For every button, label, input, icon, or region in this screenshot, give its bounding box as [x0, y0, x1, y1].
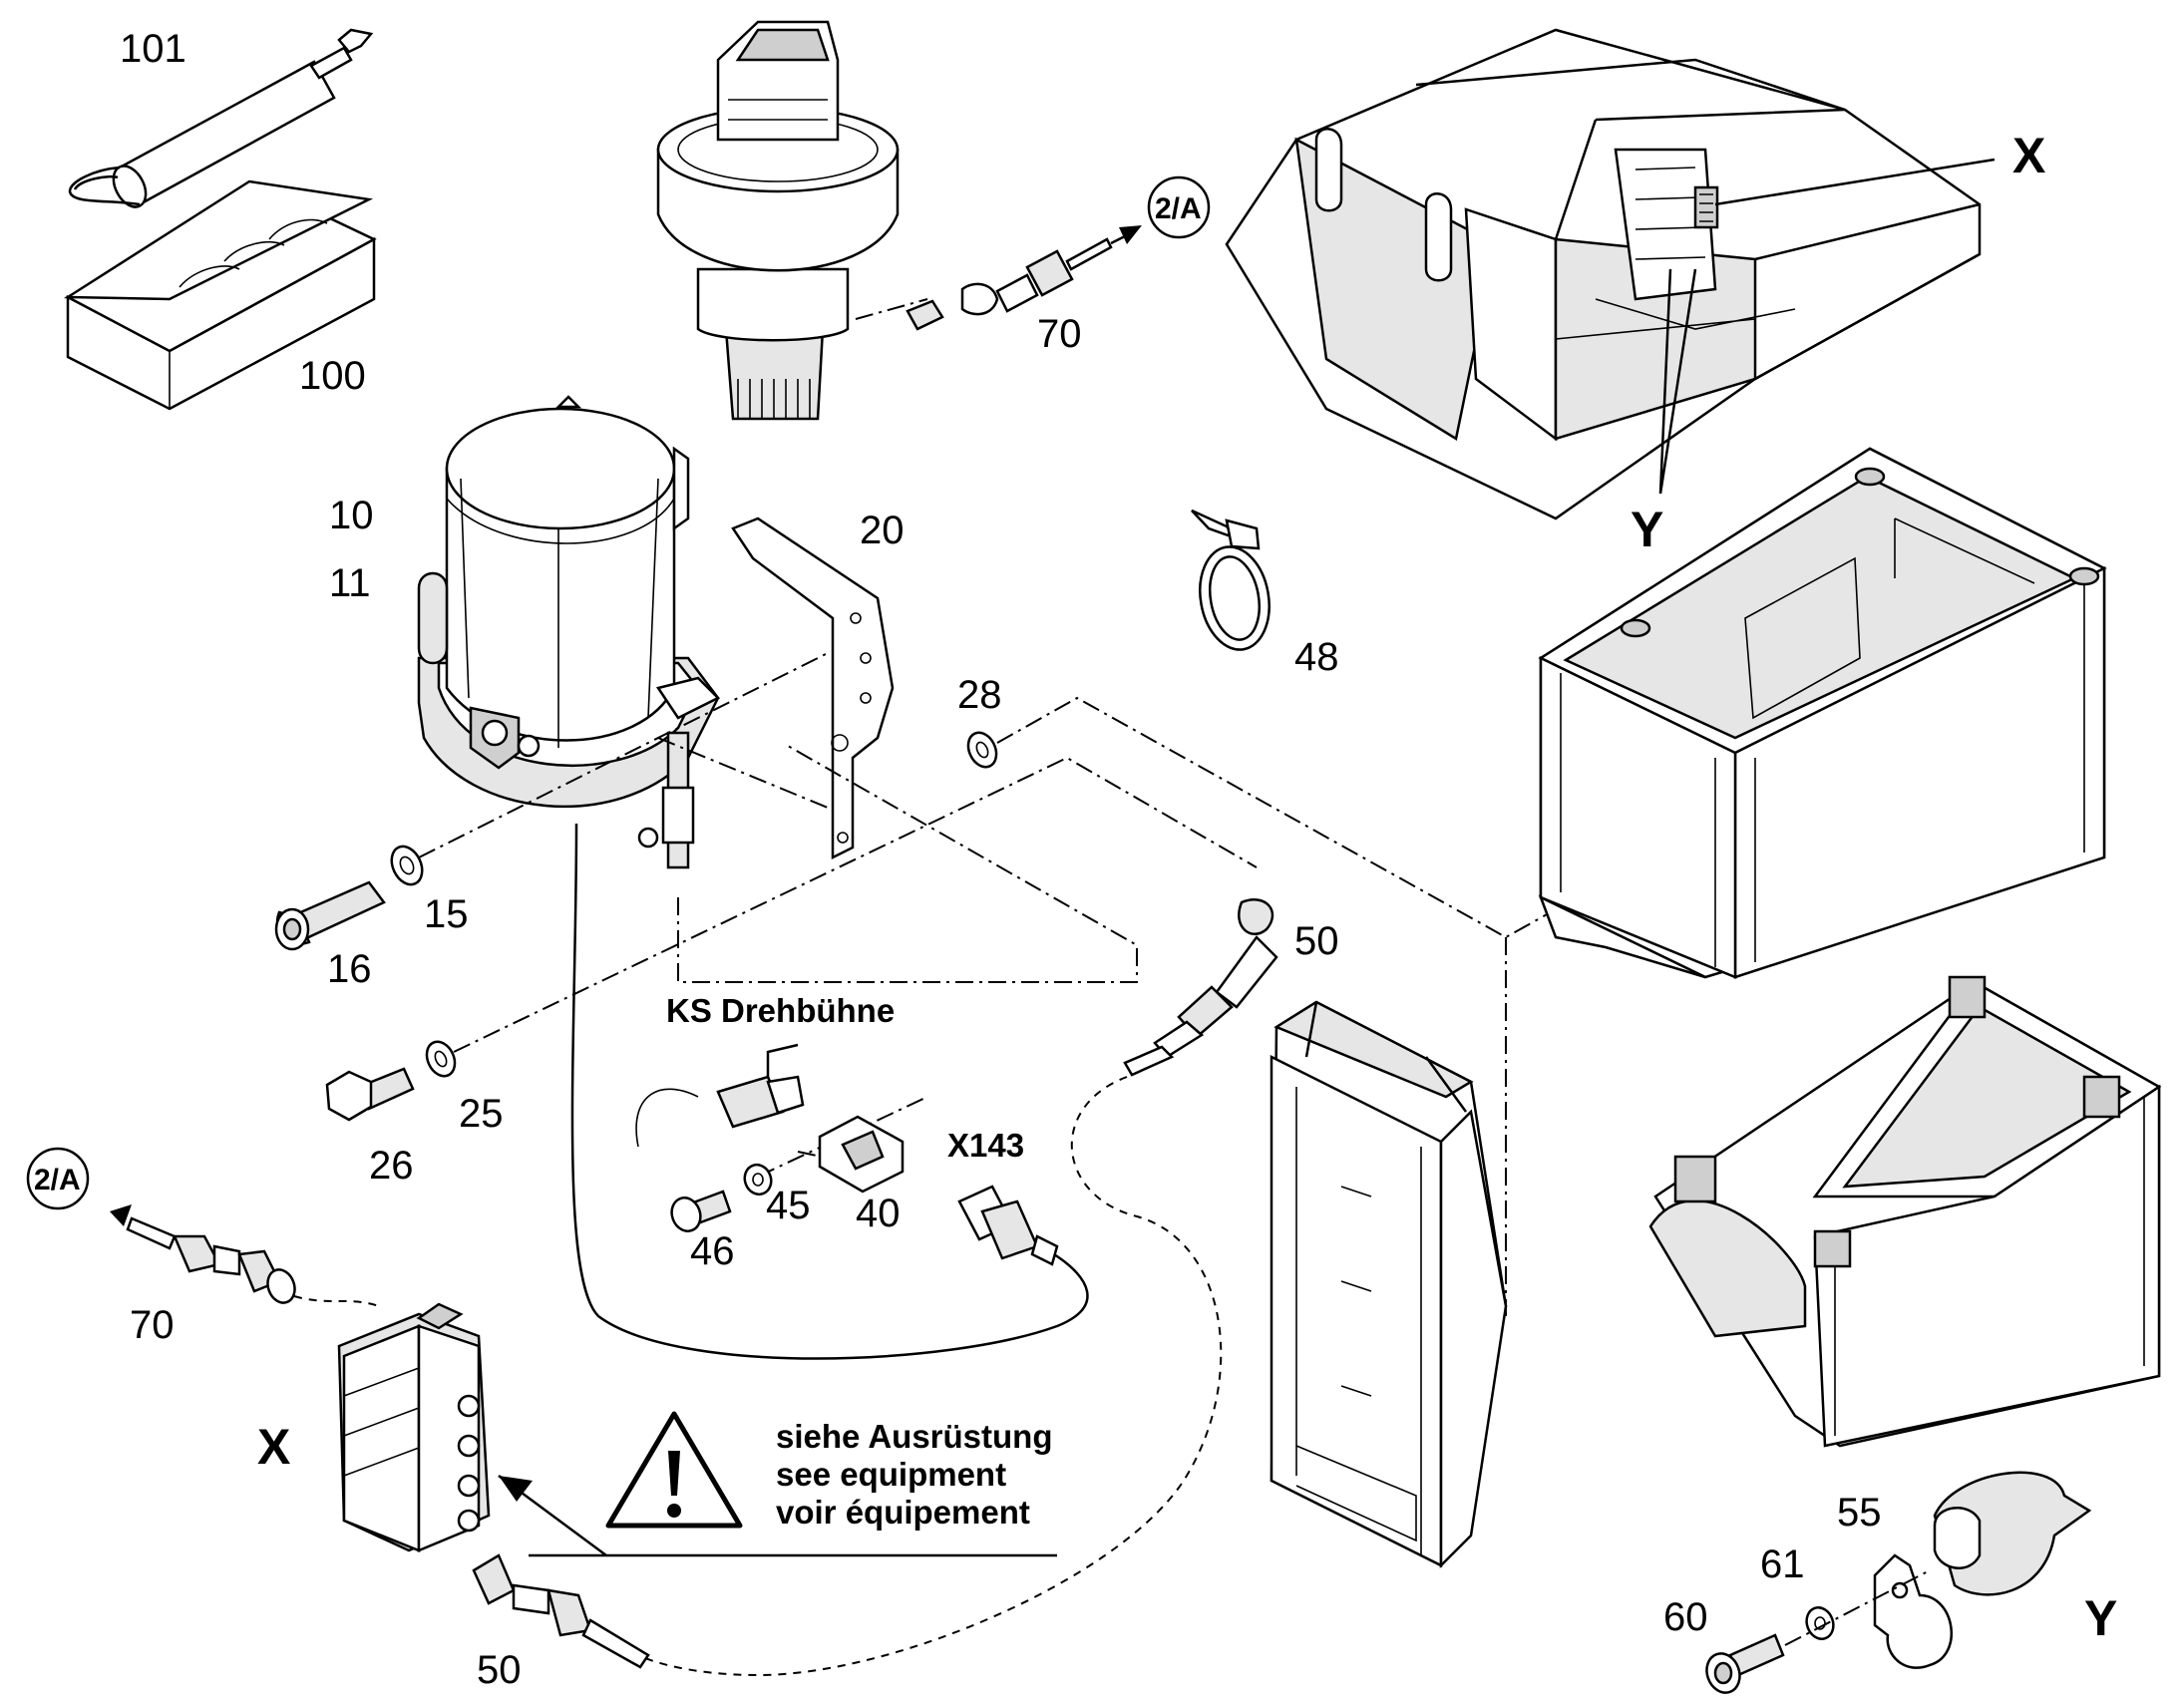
fitting-70-top — [855, 225, 1142, 331]
connector-ks-icon — [635, 1043, 805, 1148]
label-46: 46 — [690, 1229, 735, 1273]
clip-40-icon — [818, 1115, 905, 1194]
cable-tie-icon — [1191, 509, 1271, 651]
ref-2a-left: 2/A — [34, 1164, 81, 1196]
label-15: 15 — [424, 892, 469, 936]
fitting-70-left — [110, 1204, 296, 1304]
grease-pump-icon — [417, 395, 721, 869]
connector-x143-icon — [957, 1185, 1059, 1266]
label-25: 25 — [459, 1092, 504, 1136]
cable-clip-icon — [1873, 1471, 2092, 1669]
leader-y-top — [1658, 268, 1697, 495]
label-50-bottom: 50 — [477, 1648, 522, 1692]
grease-cartridge-icon — [68, 28, 374, 208]
upright-panel-icon — [1270, 1000, 1508, 1569]
cartridge-box-icon — [63, 179, 377, 411]
label-16: 16 — [327, 947, 372, 991]
label-55: 55 — [1837, 1491, 1882, 1535]
washer-61-icon — [1805, 1606, 1835, 1640]
tank-housing-icon — [1538, 447, 2107, 979]
ref-circle-top — [1147, 175, 1211, 239]
label-y-top: Y — [1631, 502, 1663, 557]
bolt-26-icon — [325, 1067, 415, 1122]
label-x-top: X — [2012, 128, 2045, 183]
warning-triangle-icon — [605, 1411, 743, 1529]
label-y-bottom: Y — [2084, 1590, 2117, 1646]
washer-45-icon — [743, 1163, 773, 1196]
hose-dashed-route — [637, 1076, 1223, 1677]
label-28: 28 — [957, 673, 1002, 717]
washer-25-icon — [425, 1040, 457, 1078]
counterweight-frame-icon — [1648, 975, 2162, 1448]
ref-circle-left — [26, 1147, 90, 1210]
swing-gear-motor-icon — [656, 20, 900, 421]
bolt-60-icon — [1705, 1633, 1785, 1694]
notice-line-3: voir équipement — [776, 1494, 1030, 1531]
label-40: 40 — [856, 1192, 901, 1235]
label-101: 101 — [120, 27, 186, 71]
mounting-bracket-icon — [731, 516, 895, 860]
notice-line-2: see equipment — [776, 1456, 1006, 1493]
label-45: 45 — [766, 1184, 811, 1227]
label-ks-drehbuehne: KS Drehbühne — [666, 992, 895, 1029]
label-26: 26 — [369, 1144, 414, 1188]
label-20: 20 — [860, 509, 905, 552]
label-11: 11 — [329, 561, 371, 605]
upper-carriage-frame-icon — [1225, 28, 1982, 520]
screw-46-icon — [670, 1190, 732, 1232]
fitting-50-bottom — [472, 1553, 650, 1669]
label-48: 48 — [1294, 635, 1339, 679]
leader-x-top — [1714, 158, 1996, 206]
label-100: 100 — [299, 354, 366, 398]
distributor-block-icon — [337, 1302, 491, 1552]
hose-left — [293, 1295, 380, 1307]
label-x143: X143 — [947, 1127, 1024, 1164]
bolt-16-icon — [274, 880, 386, 951]
clip-assembly-line — [1784, 1569, 1931, 1646]
label-x-left: X — [257, 1419, 290, 1475]
notice-line-1: siehe Ausrüstung — [776, 1418, 1053, 1455]
label-10: 10 — [329, 494, 374, 537]
label-60: 60 — [1663, 1595, 1708, 1639]
fitting-50-right — [1123, 898, 1278, 1077]
label-50-top: 50 — [1294, 919, 1339, 963]
label-70-left: 70 — [130, 1303, 175, 1347]
cable-harness — [570, 823, 1089, 1360]
notice-arrow-head — [499, 1476, 533, 1502]
washer-15-icon — [390, 845, 424, 886]
label-70-top: 70 — [1037, 312, 1082, 356]
ref-2a-top: 2/A — [1155, 192, 1202, 225]
label-61: 61 — [1760, 1542, 1805, 1586]
washer-28-icon — [966, 731, 998, 769]
